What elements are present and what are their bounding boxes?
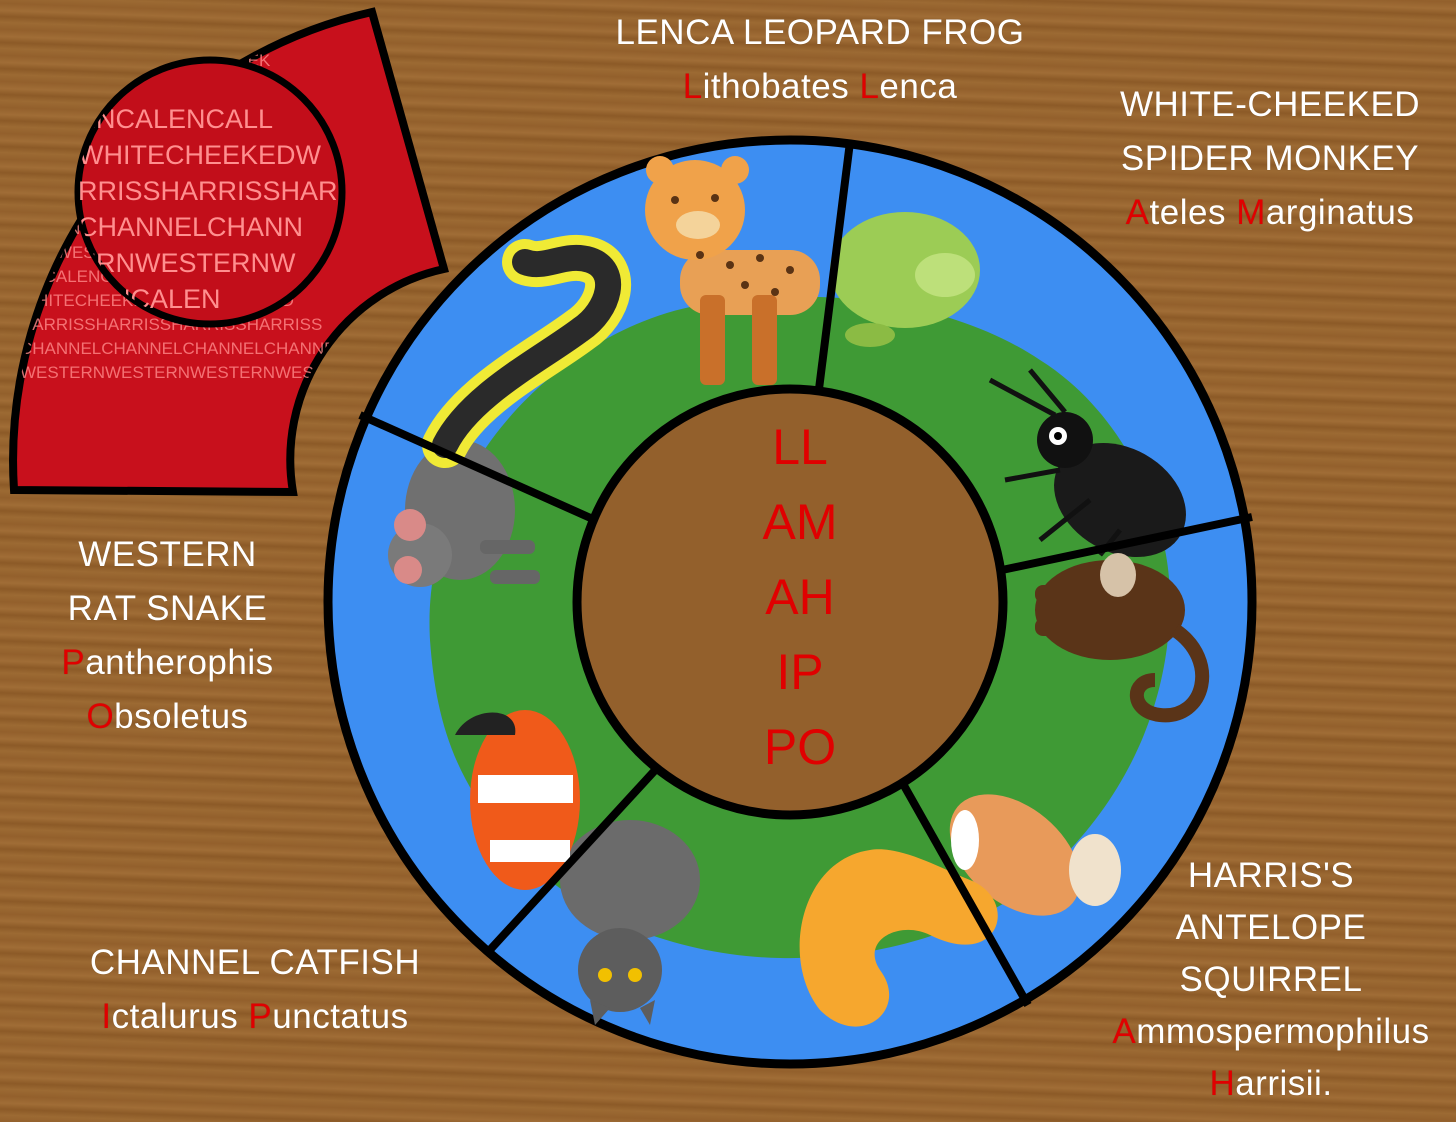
scientific-name-1: Pantherophis [61,643,274,682]
common-name-1: WESTERN [78,535,257,574]
circle-pattern-word: ERNWESTERNW [78,248,296,278]
code-am: AM [762,494,838,550]
scientific-name-1: Ammospermophilus [1112,1012,1430,1051]
circle-pattern-word: RRISSHARRISSHAR [78,176,338,206]
scientific-name: Ictalurus Punctatus [101,997,409,1036]
scientific-name-2: Harrisii. [1209,1064,1333,1103]
circle-pattern-word: CHANNELCHANN [78,212,303,242]
frog-icon [830,212,980,347]
scientific-name: Ateles Marginatus [1125,193,1415,232]
wheel-dividers [358,141,1253,1007]
red-pattern-panel: CALENCALENCALENCWHITECHEEKEDWHITECHEEKHA… [9,7,449,497]
common-name-2: ANTELOPE [1175,908,1367,947]
monkey-icon [1035,553,1210,723]
scientific-name: Lithobates Lenca [682,67,958,106]
common-name-2: RAT SNAKE [67,589,268,628]
common-name-3: SQUIRREL [1179,960,1363,999]
label-channel-catfish: CHANNEL CATFISH Ictalurus Punctatus [40,936,470,1044]
clownfish-icon [455,710,580,890]
leopard-icon [645,156,820,385]
antelope-squirrel-icon [949,794,1121,916]
cat-icon [560,820,700,1025]
common-name: LENCA LEOPARD FROG [615,13,1025,52]
snake-icon [422,234,631,468]
common-name-2: SPIDER MONKEY [1120,139,1420,178]
code-ip: IP [776,644,824,700]
common-name-1: WHITE-CHEEKED [1119,85,1421,124]
common-name-1: HARRIS'S [1187,856,1355,895]
label-western-rat-snake: WESTERN RAT SNAKE Pantherophis Obsoletus [20,528,315,744]
code-po: PO [763,719,837,775]
pattern-word: CHANNELCHANNELCHANNELCHANNEL [20,339,345,358]
circle-pattern-word: WHITECHEEKEDW [78,140,322,170]
beetle-icon [988,368,1186,558]
label-harriss-antelope-squirrel: HARRIS'S ANTELOPE SQUIRREL Ammospermophi… [1086,850,1456,1110]
squirrel-icon [799,849,998,1027]
circle-pattern-word: ENCALENCALL [78,104,273,134]
pattern-word: WESTERNWESTERNWESTERNWESTERN [20,363,360,382]
label-lenca-leopard-frog: LENCA LEOPARD FROG Lithobates Lenca [570,6,1070,114]
inner-circle [572,384,1008,820]
common-name: CHANNEL CATFISH [89,943,421,982]
scientific-name-2: Obsoletus [86,697,249,736]
code-ll: LL [772,419,828,475]
label-white-cheeked-spider-monkey: WHITE-CHEEKED SPIDER MONKEY Ateles Margi… [1080,78,1456,240]
code-ah: AH [765,569,835,625]
